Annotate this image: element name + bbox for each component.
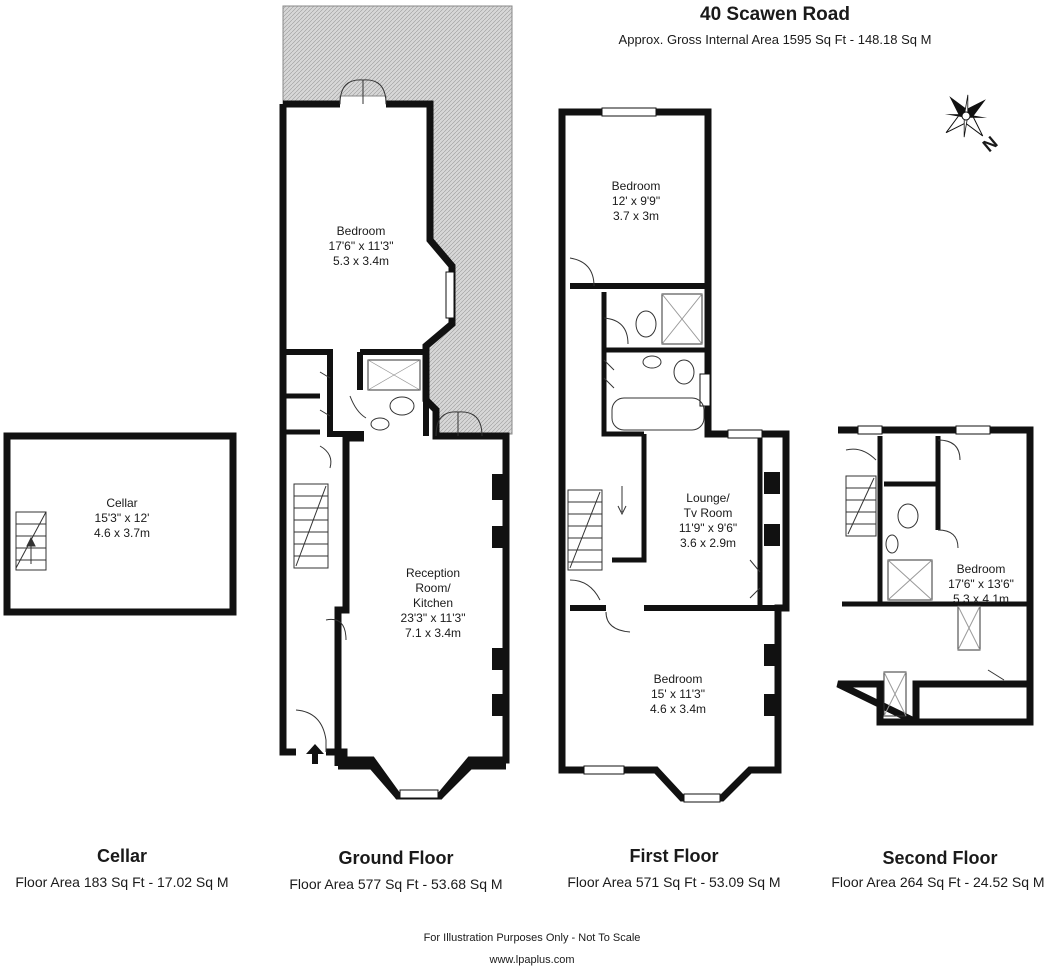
floor-area-cellar: Floor Area 183 Sq Ft - 17.02 Sq M <box>15 874 229 890</box>
disclaimer-text: For Illustration Purposes Only - Not To … <box>423 932 641 944</box>
compass-rose-icon <box>944 94 988 138</box>
floor-area-first: Floor Area 571 Sq Ft - 53.09 Sq M <box>567 874 781 890</box>
ground-floor-plan <box>279 5 513 800</box>
property-title: 40 Scawen Road <box>700 4 850 25</box>
room-label-first-bedroom-rear: Bedroom 12' x 9'9" 3.7 x 3m <box>611 179 661 223</box>
room-label-cellar: Cellar 15'3" x 12' 4.6 x 3.7m <box>93 496 151 540</box>
garden-area <box>282 5 513 435</box>
floor-name-first: First Floor <box>629 846 719 866</box>
room-label-ground-bedroom: Bedroom 17'6" x 11'3" 5.3 x 3.4m <box>328 224 394 268</box>
room-label-lounge: Lounge/ Tv Room 11'9" x 9'6" 3.6 x 2.9m <box>678 491 738 550</box>
room-label-second-bedroom: Bedroom 17'6" x 13'6" 5.3 x 4.1m <box>948 562 1014 606</box>
floor-name-cellar: Cellar <box>96 846 148 866</box>
room-label-first-bedroom-front: Bedroom 15' x 11'3" 4.6 x 3.4m <box>649 672 707 716</box>
room-label-reception-kitchen: Reception Room/ Kitchen 23'3" x 11'3" 7.… <box>400 566 466 640</box>
second-floor-plan <box>836 425 1034 726</box>
cellar-plan <box>3 432 237 616</box>
floor-name-ground: Ground Floor <box>338 848 454 868</box>
cellar-stairs <box>15 511 47 571</box>
floor-area-second: Floor Area 264 Sq Ft - 24.52 Sq M <box>831 874 1045 890</box>
gross-area-subtitle: Approx. Gross Internal Area 1595 Sq Ft -… <box>618 32 932 47</box>
floor-area-ground: Floor Area 577 Sq Ft - 53.68 Sq M <box>289 876 503 892</box>
first-floor-plan <box>558 107 790 803</box>
website-link[interactable]: www.lpaplus.com <box>489 954 575 966</box>
floor-name-second: Second Floor <box>882 848 998 868</box>
